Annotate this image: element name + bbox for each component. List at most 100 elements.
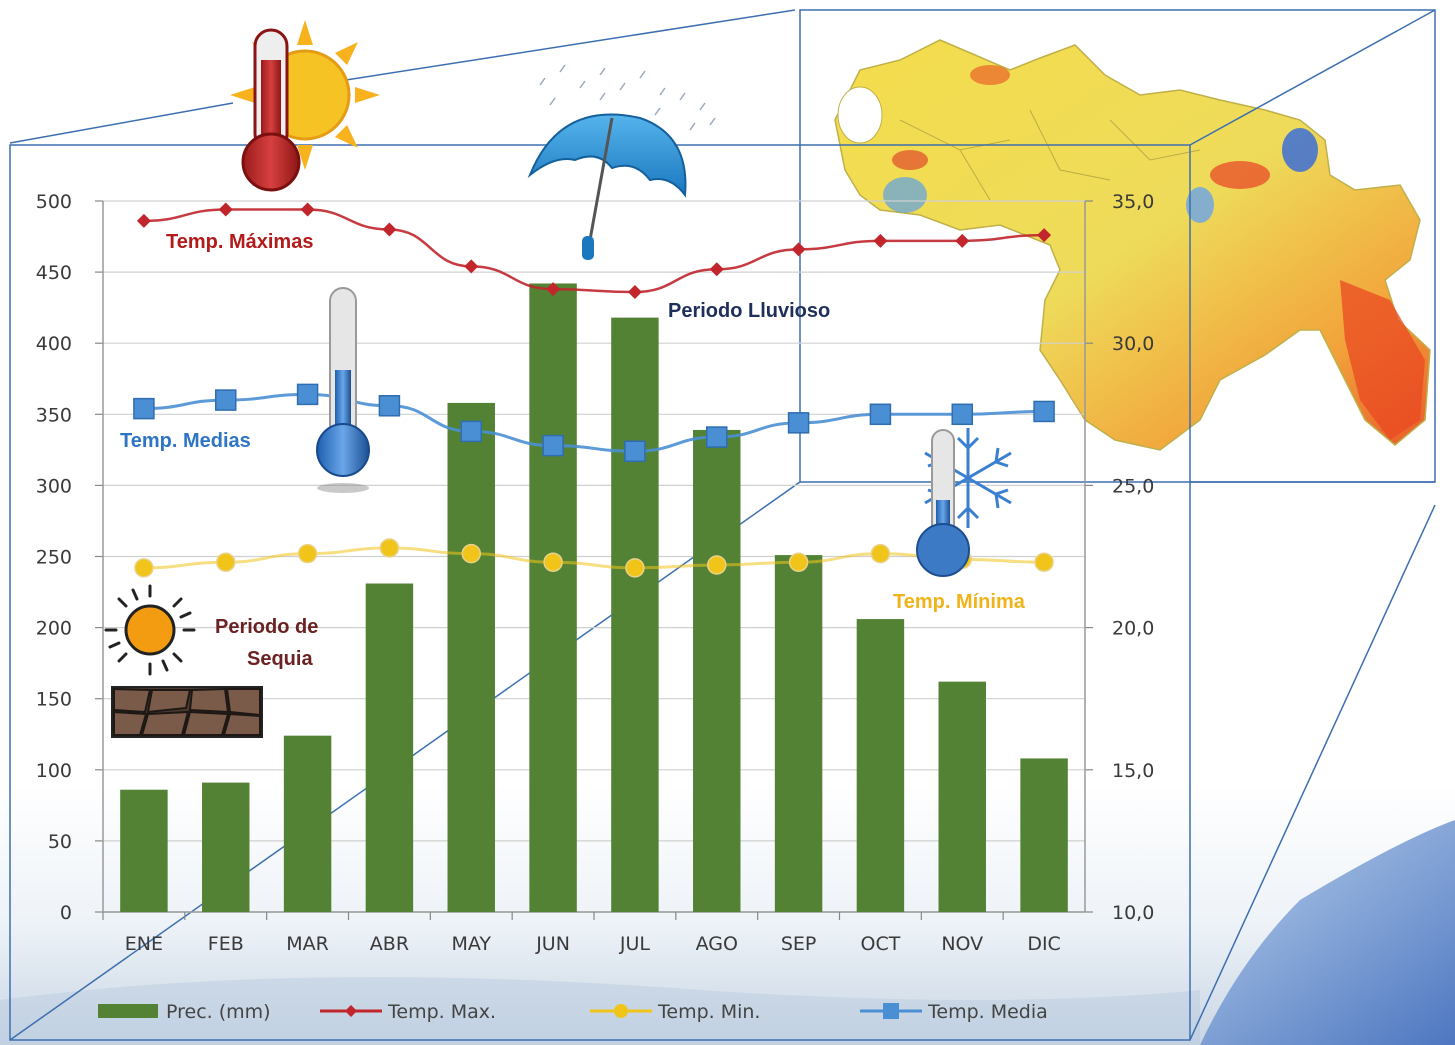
thermometer-icon [316, 287, 370, 493]
y-left-tick-label: 300 [36, 475, 72, 497]
thermometer-snowflake-icon [916, 428, 1012, 577]
data-point [951, 403, 973, 426]
bar [693, 429, 741, 912]
data-point [869, 403, 892, 426]
y-right-tick-label: 15,0 [1112, 760, 1154, 782]
data-point [378, 395, 401, 417]
legend-label: Temp. Min. [657, 1001, 760, 1023]
x-tick-label: DIC [1027, 933, 1061, 955]
data-point [791, 242, 806, 257]
data-point [624, 440, 646, 463]
bar [529, 283, 577, 912]
y-right-tick-label: 10,0 [1112, 902, 1154, 924]
legend: Prec. (mm) Temp. Max. Temp. Min. Temp. Medi… [98, 1001, 1048, 1023]
y-right-tick-label: 30,0 [1112, 333, 1154, 355]
x-tick-label: OCT [861, 933, 901, 955]
annotation-temp-medias: Temp. Medias [120, 430, 251, 452]
x-tick-label: SEP [781, 933, 817, 955]
map-of-venezuela-temperature [834, 39, 1431, 451]
data-point [460, 420, 482, 443]
annotation-periodo-sequia-line1: Periodo de [215, 616, 318, 638]
data-point [216, 552, 236, 572]
series-line [143, 546, 1045, 570]
annotation-periodo-sequia-line2: Sequia [247, 648, 313, 670]
bar [202, 782, 250, 912]
x-tick-label: JUL [619, 933, 651, 955]
umbrella-rain-icon [527, 64, 716, 260]
data-point [134, 558, 154, 578]
x-tick-label: FEB [208, 933, 244, 955]
bar [447, 402, 495, 912]
annotation-temp-maximas: Temp. Máximas [166, 231, 313, 253]
data-point [706, 426, 728, 448]
bar [1020, 758, 1068, 912]
data-point [464, 259, 479, 274]
bar [283, 735, 332, 912]
data-point [215, 389, 237, 411]
data-point [870, 543, 891, 564]
data-point [873, 233, 888, 248]
y-left-tick-label: 100 [36, 760, 72, 782]
x-tick-label: ENE [125, 933, 163, 955]
legend-label: Prec. (mm) [166, 1001, 271, 1023]
y-right-tick-label: 35,0 [1112, 191, 1154, 213]
y-left-tick-label: 350 [36, 404, 72, 426]
y-left-tick-label: 250 [36, 547, 72, 569]
y-left-tick-label: 200 [36, 618, 72, 640]
data-point [297, 543, 318, 564]
legend-marker [345, 1005, 357, 1017]
y-left-tick-label: 50 [48, 831, 72, 853]
data-point [625, 558, 645, 578]
thermometer-sun-icon [230, 20, 380, 192]
y-right-tick-label: 25,0 [1112, 475, 1154, 497]
data-point [382, 222, 397, 237]
data-point [1037, 228, 1052, 243]
data-point [787, 412, 810, 434]
data-point [627, 285, 642, 300]
x-tick-label: JUN [535, 933, 570, 955]
bar [120, 789, 168, 912]
x-tick-label: MAY [451, 933, 491, 955]
legend-label: Temp. Media [927, 1001, 1048, 1023]
legend-swatch [98, 1004, 158, 1018]
annotation-temp-minima: Temp. Mínima [893, 591, 1026, 613]
annotation-periodo-lluvioso: Periodo Lluvioso [668, 300, 830, 322]
x-tick-label: ABR [370, 933, 409, 955]
sun-icon [104, 584, 196, 676]
data-point [707, 555, 727, 575]
background-corner-swoosh [1200, 820, 1455, 1045]
dry-cracked-earth-icon [111, 686, 263, 738]
x-tick-label: NOV [941, 933, 983, 955]
bar [611, 317, 659, 912]
y-left-tick-label: 0 [60, 902, 72, 924]
y-left-tick-label: 150 [36, 689, 72, 711]
data-point [379, 538, 400, 558]
data-point [296, 383, 319, 406]
data-point [543, 552, 563, 572]
data-point [709, 262, 724, 277]
y-left-tick-label: 400 [36, 333, 72, 355]
bar [365, 583, 414, 912]
data-point [461, 543, 481, 564]
data-point [1034, 552, 1054, 572]
data-point [955, 233, 970, 248]
data-point [1033, 400, 1055, 423]
data-point [300, 202, 315, 217]
legend-marker [883, 1003, 899, 1019]
data-point [136, 213, 151, 228]
legend-marker [614, 1004, 628, 1018]
bar [938, 681, 986, 912]
data-point [133, 397, 155, 420]
x-tick-label: AGO [696, 933, 738, 955]
plot-area: 0 50 100 150 200 250 300 350 400 450 500 10,0 15,0 20… [36, 191, 1155, 955]
y-right-tick-label: 20,0 [1112, 618, 1154, 640]
y-left-tick-label: 450 [36, 262, 72, 284]
data-point [542, 434, 564, 457]
y-left-tick-label: 500 [36, 191, 72, 213]
legend-label: Temp. Max. [387, 1001, 496, 1023]
bar [856, 619, 905, 912]
data-point [218, 202, 233, 217]
data-point [788, 552, 809, 572]
bar [774, 555, 823, 912]
